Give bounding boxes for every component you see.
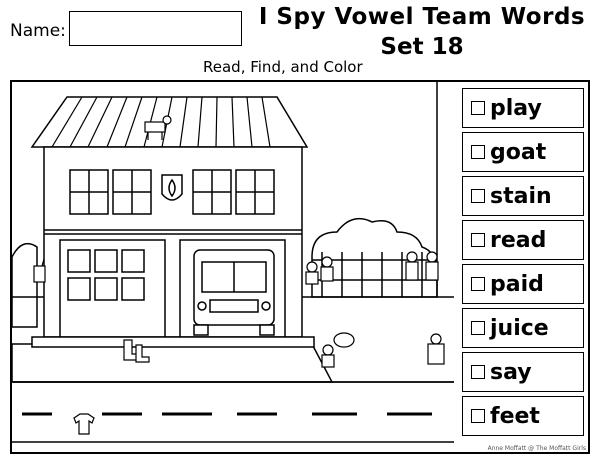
- word-item-juice[interactable]: juice: [462, 308, 584, 348]
- word-label: read: [490, 227, 547, 253]
- garage-door-left: [59, 239, 166, 338]
- checkbox-icon[interactable]: [471, 233, 485, 247]
- bush-left: [12, 242, 38, 328]
- kids-playing-picture: [305, 256, 334, 285]
- hidden-pictures: [33, 115, 445, 435]
- fire-station-scene: [12, 82, 454, 443]
- word-label: stain: [490, 183, 552, 209]
- reading-person-picture: [427, 333, 445, 365]
- name-field[interactable]: [69, 11, 242, 46]
- fire-badge-icon: [161, 174, 183, 201]
- word-list: play goat stain read paid juice say feet: [462, 88, 584, 440]
- word-label: feet: [490, 403, 540, 429]
- set-number: Set 18: [380, 34, 464, 60]
- word-item-stain[interactable]: stain: [462, 176, 584, 216]
- bushes-right: [311, 217, 438, 298]
- name-label: Name:: [10, 21, 66, 41]
- socks-picture: [123, 339, 150, 363]
- word-item-goat[interactable]: goat: [462, 132, 584, 172]
- word-item-read[interactable]: read: [462, 220, 584, 260]
- worksheet-title: I Spy Vowel Team Words: [258, 4, 586, 30]
- word-label: say: [490, 359, 532, 385]
- word-item-feet[interactable]: feet: [462, 396, 584, 436]
- word-item-play[interactable]: play: [462, 88, 584, 128]
- checkbox-icon[interactable]: [471, 189, 485, 203]
- checkbox-icon[interactable]: [471, 365, 485, 379]
- credit-text: Anne Moffatt @ The Moffatt Girls: [487, 445, 586, 452]
- checkbox-icon[interactable]: [471, 409, 485, 423]
- driveway: [12, 343, 334, 383]
- people-talking-picture: [405, 251, 439, 281]
- juice-picture: [33, 258, 46, 283]
- checkbox-icon[interactable]: [471, 321, 485, 335]
- shirt-picture: [73, 413, 95, 435]
- word-label: goat: [490, 139, 547, 165]
- word-item-paid[interactable]: paid: [462, 264, 584, 304]
- word-label: play: [490, 95, 542, 121]
- upper-windows: [69, 169, 275, 215]
- goat-picture: [144, 115, 172, 140]
- page-frame: [10, 80, 590, 454]
- checkbox-icon[interactable]: [471, 145, 485, 159]
- word-label: paid: [490, 271, 544, 297]
- speaking-person-picture: [321, 332, 355, 368]
- fire-truck: [193, 249, 275, 336]
- fire-station: [30, 96, 315, 348]
- instructions: Read, Find, and Color: [203, 58, 363, 76]
- checkbox-icon[interactable]: [471, 101, 485, 115]
- word-item-say[interactable]: say: [462, 352, 584, 392]
- word-label: juice: [490, 315, 549, 341]
- checkbox-icon[interactable]: [471, 277, 485, 291]
